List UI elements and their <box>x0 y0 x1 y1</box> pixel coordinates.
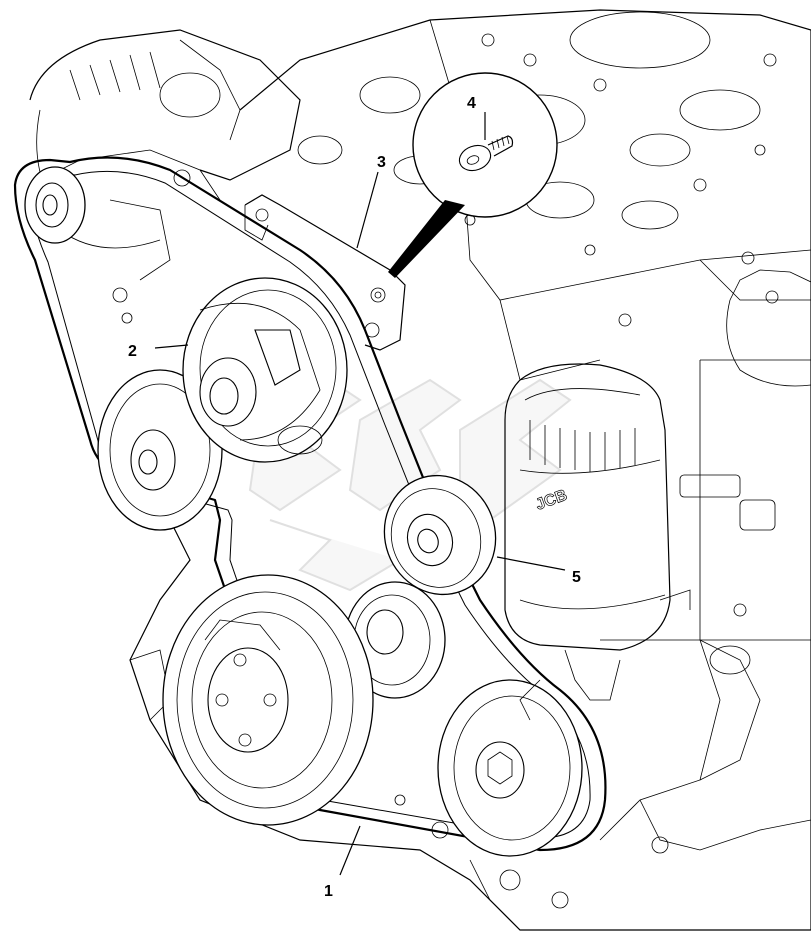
callout-3: 3 <box>377 154 386 171</box>
bolt-icon <box>458 135 514 172</box>
bolt-inset <box>388 72 558 278</box>
lower-right-pulley <box>437 679 583 857</box>
callout-1: 1 <box>324 883 333 900</box>
alternator-pulley <box>24 166 86 244</box>
water-pump-bracket <box>244 194 406 351</box>
logo-text: JCB <box>534 487 570 514</box>
idler-pulley-icon <box>383 474 497 596</box>
callout-5: 5 <box>572 569 581 586</box>
callout-leaders <box>154 112 566 876</box>
crank-pulley-icon <box>162 574 374 826</box>
callout-2: 2 <box>128 343 137 360</box>
oil-filter-icon: JCB <box>504 363 691 721</box>
tensioner-pulley-icon <box>182 277 348 463</box>
callout-4: 4 <box>467 95 476 112</box>
